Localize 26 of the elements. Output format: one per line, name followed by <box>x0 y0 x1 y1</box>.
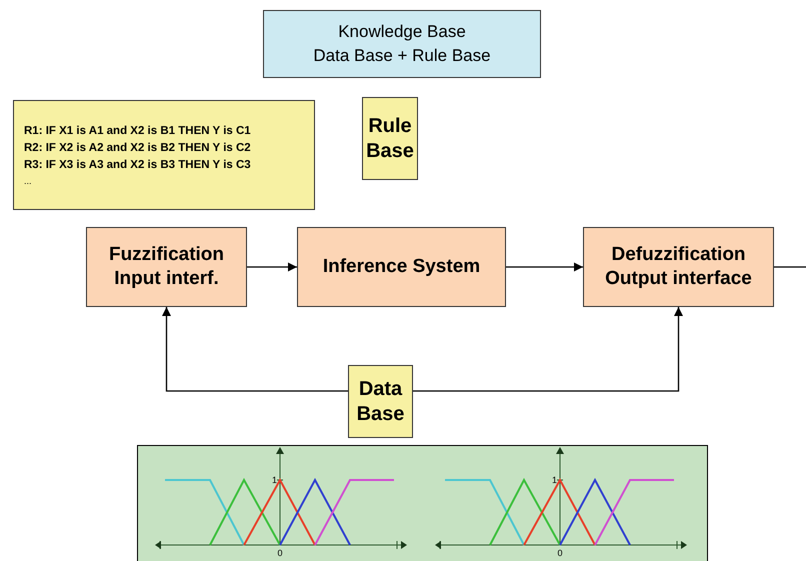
box-label: Rule Base <box>365 114 415 164</box>
tick-label: 1 <box>552 475 557 485</box>
rules-box <box>13 100 315 210</box>
box-label: Data Base <box>356 376 406 426</box>
rule-base-box <box>362 97 418 180</box>
box-label: Inference System <box>322 255 480 279</box>
heading: Knowledge Base <box>338 21 466 43</box>
knowledge-base-box <box>263 10 541 78</box>
data-base-box <box>348 365 413 438</box>
tick-label: 0 <box>558 548 562 558</box>
arrow <box>413 307 683 392</box>
process-box <box>583 227 774 307</box>
arrow <box>247 262 297 272</box>
rule-text: R2: IF X2 is A2 and X2 is B2 THEN Y is C2 <box>24 140 251 156</box>
box-label: Data Base + Rule Base <box>313 45 491 67</box>
arrow <box>162 307 348 392</box>
rule-text: R1: IF X1 is A1 and X2 is B1 THEN Y is C1 <box>24 124 251 138</box>
process-box <box>297 227 506 307</box>
process-box <box>86 227 247 307</box>
rule-text: ... <box>24 174 32 188</box>
arrow <box>506 262 583 272</box>
tick-label: 1 <box>272 475 277 485</box>
box-label: Fuzzification Input interf. <box>108 243 226 291</box>
rule-text: R3: IF X3 is A3 and X2 is B3 THEN Y is C3 <box>24 158 251 172</box>
box-label: Defuzzification Output interface <box>604 243 753 291</box>
tick-label: 0 <box>278 548 282 558</box>
